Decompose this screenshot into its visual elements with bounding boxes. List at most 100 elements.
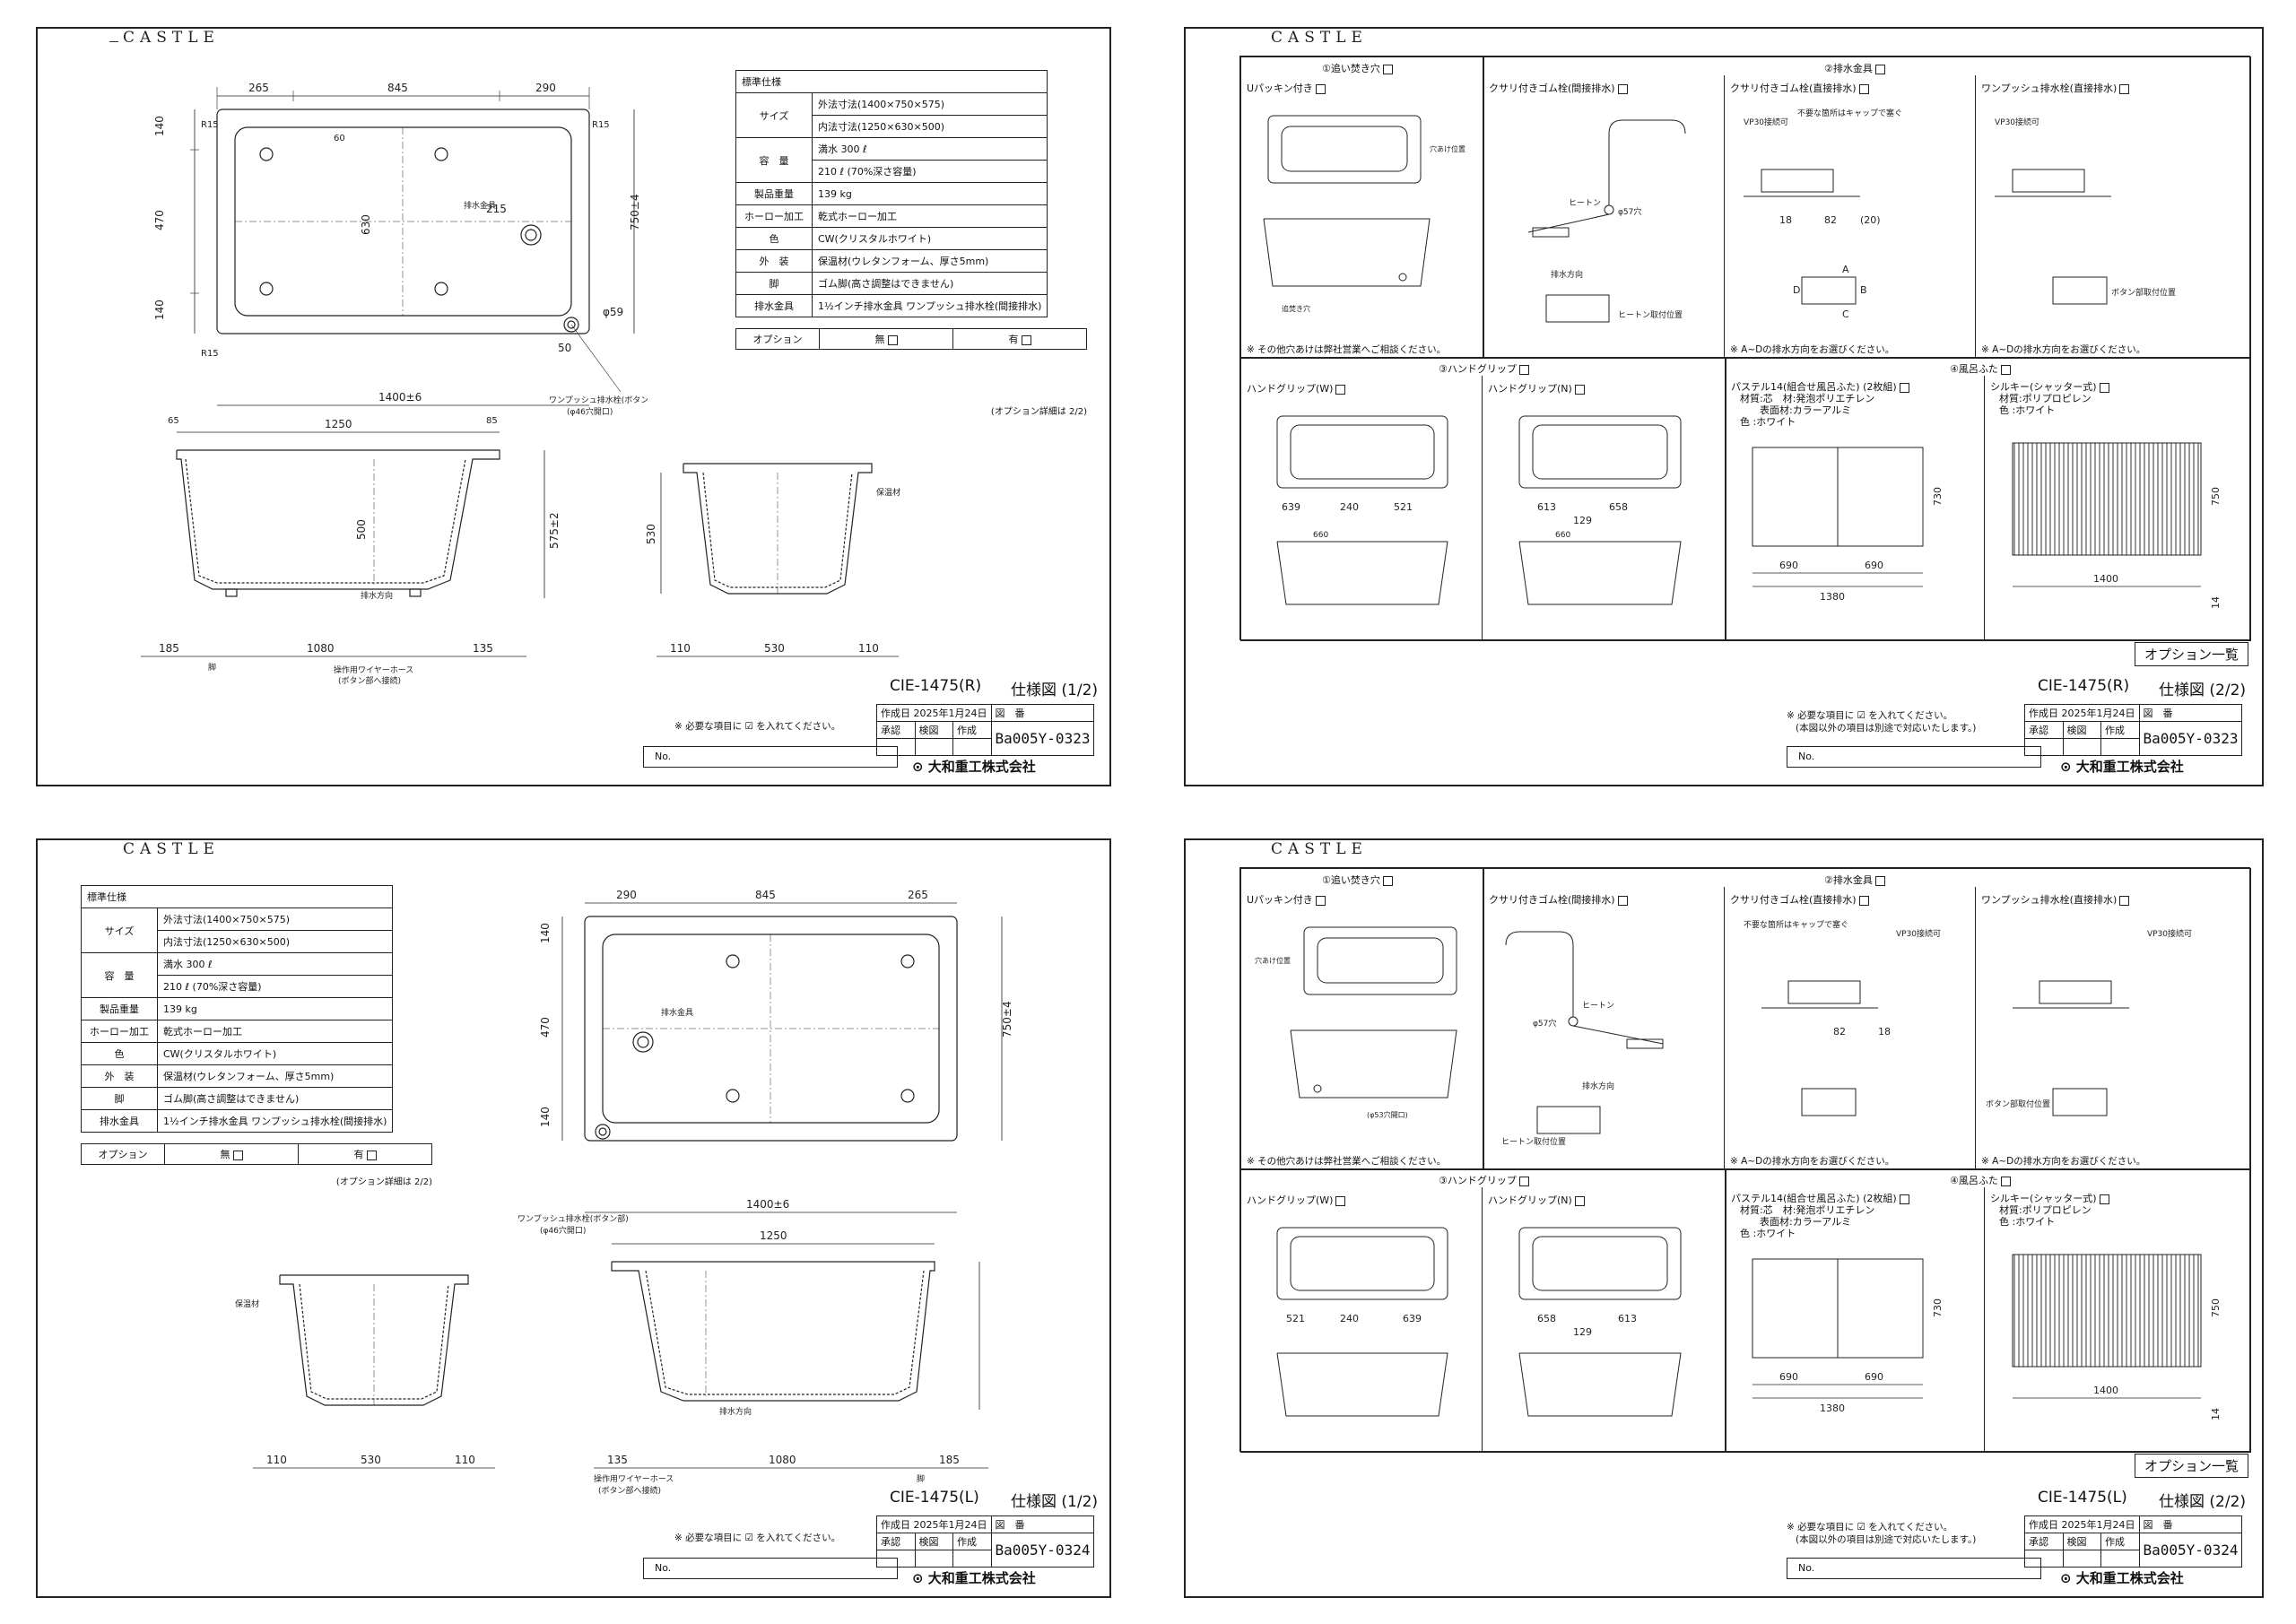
section-grip: ③ハンドグリップ ハンドグリップ(W) ハンドグリップ(N) 521 240 6… (1240, 1168, 1726, 1453)
svg-text:129: 129 (1573, 515, 1592, 526)
plan-view-drawing: 265 845 290 1400±6 750±4 140 470 140 630… (153, 82, 648, 417)
svg-text:65: 65 (168, 416, 179, 426)
svg-text:(φ53穴開口): (φ53穴開口) (1367, 1110, 1408, 1119)
kusari-indirect-checkbox[interactable] (1617, 895, 1628, 906)
svg-text:110: 110 (858, 642, 879, 655)
dim-drain: φ59 (603, 306, 623, 318)
drain-checkbox[interactable] (1874, 875, 1885, 886)
pastel-checkbox[interactable] (1899, 382, 1909, 393)
svg-text:不要な箇所はキャップで塞ぐ: 不要な箇所はキャップで塞ぐ (1797, 108, 1902, 118)
no-field[interactable]: No. (643, 1558, 898, 1579)
option-none-checkbox[interactable] (887, 334, 898, 345)
sheet-title: 仕様図 (1/2) (1011, 682, 1099, 699)
spec-sheet-l-1: CASTLE 標準仕様 サイズ外法寸法(1400×750×575) 内法寸法(1… (36, 838, 1111, 1598)
no-field[interactable]: No. (643, 746, 898, 768)
grip-n-checkbox[interactable] (1574, 384, 1585, 395)
model-number: CIE-1475(L) (2038, 1489, 2127, 1507)
onepush-direct-checkbox[interactable] (2119, 83, 2130, 94)
sheet-title: 仕様図 (1/2) (1011, 1493, 1099, 1511)
svg-text:530: 530 (361, 1454, 381, 1466)
svg-text:不要な箇所はキャップで塞ぐ: 不要な箇所はキャップで塞ぐ (1744, 919, 1848, 930)
svg-text:(ボタン部へ接続): (ボタン部へ接続) (338, 675, 401, 686)
dim-left-3: 140 (153, 300, 166, 320)
svg-text:690: 690 (1779, 1371, 1798, 1383)
grip-checkbox[interactable] (1518, 364, 1529, 375)
option-yes-checkbox[interactable] (366, 1150, 377, 1160)
svg-text:240: 240 (1340, 1313, 1359, 1324)
kusari-indirect-checkbox[interactable] (1617, 83, 1628, 94)
grip-w-checkbox[interactable] (1335, 1195, 1346, 1206)
svg-text:保温材: 保温材 (235, 1298, 259, 1309)
reheat-checkbox[interactable] (1382, 64, 1393, 74)
svg-text:1400±6: 1400±6 (746, 1198, 789, 1211)
svg-text:VP30接続可: VP30接続可 (2147, 928, 2192, 939)
company-name: ⊙ 大和重工株式会社 (912, 1570, 1036, 1586)
svg-text:613: 613 (1537, 501, 1556, 513)
dim-inner: 630 (360, 214, 372, 235)
grip-n-checkbox[interactable] (1574, 1195, 1585, 1206)
no-field[interactable]: No. (1787, 746, 2041, 768)
svg-text:脚: 脚 (917, 1474, 925, 1484)
no-field[interactable]: No. (1787, 1558, 2041, 1579)
svg-text:690: 690 (1865, 1371, 1883, 1383)
front-dim-500: 500 (355, 519, 368, 540)
options-sheet-r-2: CASTLE ①追い焚き穴 Uパッキン付き 穴あけ位置 追焚き穴 ※ その他穴あ… (1184, 27, 2264, 786)
svg-text:135: 135 (607, 1454, 628, 1466)
svg-text:A: A (1842, 264, 1849, 275)
svg-text:操作用ワイヤーホース: 操作用ワイヤーホース (594, 1473, 674, 1484)
reheat-checkbox[interactable] (1382, 875, 1393, 886)
kusari-direct-checkbox[interactable] (1858, 895, 1869, 906)
drawing-number: Ba005Y-0323 (2138, 721, 2243, 756)
svg-text:B: B (1860, 284, 1867, 296)
svg-text:追焚き穴: 追焚き穴 (1282, 304, 1310, 313)
svg-text:ワンプッシュ排水栓(ボタン部): ワンプッシュ排水栓(ボタン部) (517, 1213, 629, 1224)
svg-text:排水方向: 排水方向 (719, 1406, 752, 1417)
spec-sheet-r-1: CASTLE 265 845 290 14 (36, 27, 1111, 786)
u-packing-checkbox[interactable] (1315, 895, 1326, 906)
svg-text:φ57穴: φ57穴 (1618, 206, 1641, 217)
pastel-checkbox[interactable] (1899, 1194, 1909, 1204)
svg-text:265: 265 (908, 889, 928, 901)
silky-checkbox[interactable] (2099, 382, 2109, 393)
svg-text:521: 521 (1286, 1313, 1305, 1324)
label-drain-fitting: 排水金具 (464, 200, 496, 211)
svg-text:穴あけ位置: 穴あけ位置 (1255, 956, 1291, 965)
section-cover: ④風呂ふた パステル14(組合せ風呂ふた) (2枚組) 材質:芯 材:発泡ポリエ… (1725, 357, 2251, 641)
sheet-title: 仕様図 (2/2) (2159, 682, 2247, 699)
svg-text:135: 135 (473, 642, 493, 655)
model-number: CIE-1475(R) (890, 677, 982, 695)
side-section-drawing: 110 530 110 保温材 (235, 1274, 495, 1469)
u-packing-checkbox[interactable] (1315, 83, 1326, 94)
dim-depth: 750±4 (629, 194, 641, 230)
cover-checkbox[interactable] (2000, 364, 2011, 375)
dim-215: 215 (486, 203, 507, 215)
svg-text:639: 639 (1403, 1313, 1422, 1324)
grip-checkbox[interactable] (1518, 1176, 1529, 1186)
grip-w-checkbox[interactable] (1335, 384, 1346, 395)
svg-text:690: 690 (1865, 560, 1883, 571)
svg-text:660: 660 (1313, 531, 1328, 540)
option-none-checkbox[interactable] (232, 1150, 243, 1160)
svg-text:290: 290 (616, 889, 637, 901)
front-dim-575: 575±2 (548, 512, 561, 549)
dim-left-1: 140 (153, 116, 166, 136)
cover-checkbox[interactable] (2000, 1176, 2011, 1186)
drain-checkbox[interactable] (1874, 64, 1885, 74)
silky-checkbox[interactable] (2099, 1194, 2109, 1204)
company-mark-icon: ⊙ (2060, 1570, 2076, 1586)
onepush-direct-checkbox[interactable] (2119, 895, 2130, 906)
reheat-drawing: 穴あけ位置 追焚き穴 (1263, 115, 1465, 313)
label-one-push: ワンプッシュ排水栓(ボタン部) (549, 395, 648, 405)
cover-drawings: 690 690 1380 730 1400 750 14 (1752, 442, 2222, 609)
svg-text:240: 240 (1340, 501, 1359, 513)
svg-text:82: 82 (1824, 214, 1837, 226)
svg-text:185: 185 (159, 642, 179, 655)
svg-text:750: 750 (2210, 1298, 2222, 1317)
svg-text:14: 14 (2210, 596, 2222, 609)
svg-text:穴あけ位置: 穴あけ位置 (1430, 144, 1465, 153)
option-yes-checkbox[interactable] (1021, 334, 1031, 345)
svg-text:排水方向: 排水方向 (1551, 269, 1583, 280)
kusari-direct-checkbox[interactable] (1858, 83, 1869, 94)
